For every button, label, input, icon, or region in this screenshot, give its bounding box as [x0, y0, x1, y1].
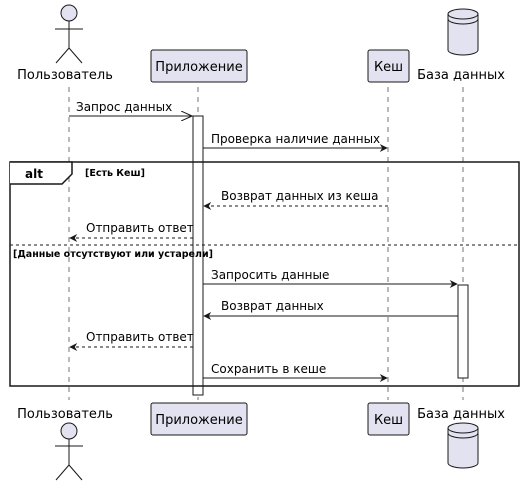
participant-app-bottom: Приложение [150, 402, 248, 436]
message-5: Запросить данные [203, 268, 458, 288]
message-8-label: Сохранить в кеше [211, 362, 326, 376]
participant-db-top: База данных [417, 8, 505, 83]
participant-app-box-top [150, 49, 248, 83]
participant-db-label-bottom: База данных [417, 407, 505, 422]
alt-fragment: alt [Есть Кеш] [Данные отсутствуют или у… [9, 161, 520, 387]
alt-keyword: alt [25, 167, 43, 181]
alt-condition-1: [Есть Кеш] [85, 168, 145, 179]
database-icon-rim [447, 432, 479, 439]
message-7-label: Отправить ответ [86, 330, 194, 344]
participant-user-bottom: Пользователь [17, 407, 113, 481]
participant-app-label-top: Приложение [155, 60, 242, 75]
alt-frame [9, 161, 520, 387]
actor-icon [55, 4, 83, 64]
message-4-label: Отправить ответ [86, 221, 194, 235]
participant-user-label-bottom: Пользователь [17, 407, 113, 422]
participant-cache-label-top: Кеш [374, 60, 403, 75]
participant-cache-box-bottom [367, 402, 410, 436]
database-icon-top [447, 8, 479, 20]
message-1: Запрос данных [69, 100, 192, 116]
alt-tab [10, 161, 73, 185]
message-1-label: Запрос данных [76, 100, 172, 114]
message-2-label: Проверка наличие данных [211, 132, 380, 146]
message-6: Возврат данных [203, 299, 458, 320]
alt-condition-2: [Данные отсутствуют или устарели] [13, 249, 213, 260]
message-3-label: Возврат данных из кеша [221, 189, 379, 203]
database-icon [447, 14, 479, 56]
activation-app [192, 115, 204, 396]
participant-cache-box-top [367, 49, 410, 83]
participant-user-label-top: Пользователь [17, 68, 113, 83]
message-5-label: Запросить данные [211, 268, 329, 282]
database-icon-rim [447, 18, 479, 25]
participant-cache-top: Кеш [367, 49, 410, 83]
message-8: Сохранить в кеше [203, 362, 388, 382]
database-icon-top [447, 422, 479, 434]
message-7: Отправить ответ [69, 330, 194, 351]
participant-app-box-bottom [150, 402, 248, 436]
participant-cache-label-bottom: Кеш [374, 413, 403, 428]
message-6-label: Возврат данных [221, 299, 324, 313]
message-3: Возврат данных из кеша [203, 189, 388, 210]
database-icon [447, 428, 479, 469]
message-2: Проверка наличие данных [203, 132, 388, 152]
message-4: Отправить ответ [69, 221, 194, 242]
participant-db-bottom: База данных [417, 407, 505, 469]
participant-app-label-bottom: Приложение [155, 413, 242, 428]
participant-db-label-top: База данных [417, 68, 505, 83]
actor-icon [55, 422, 83, 481]
participant-cache-bottom: Кеш [367, 402, 410, 436]
participant-app-top: Приложение [150, 49, 248, 83]
participant-user-top: Пользователь [17, 4, 113, 83]
activation-db [457, 284, 469, 379]
